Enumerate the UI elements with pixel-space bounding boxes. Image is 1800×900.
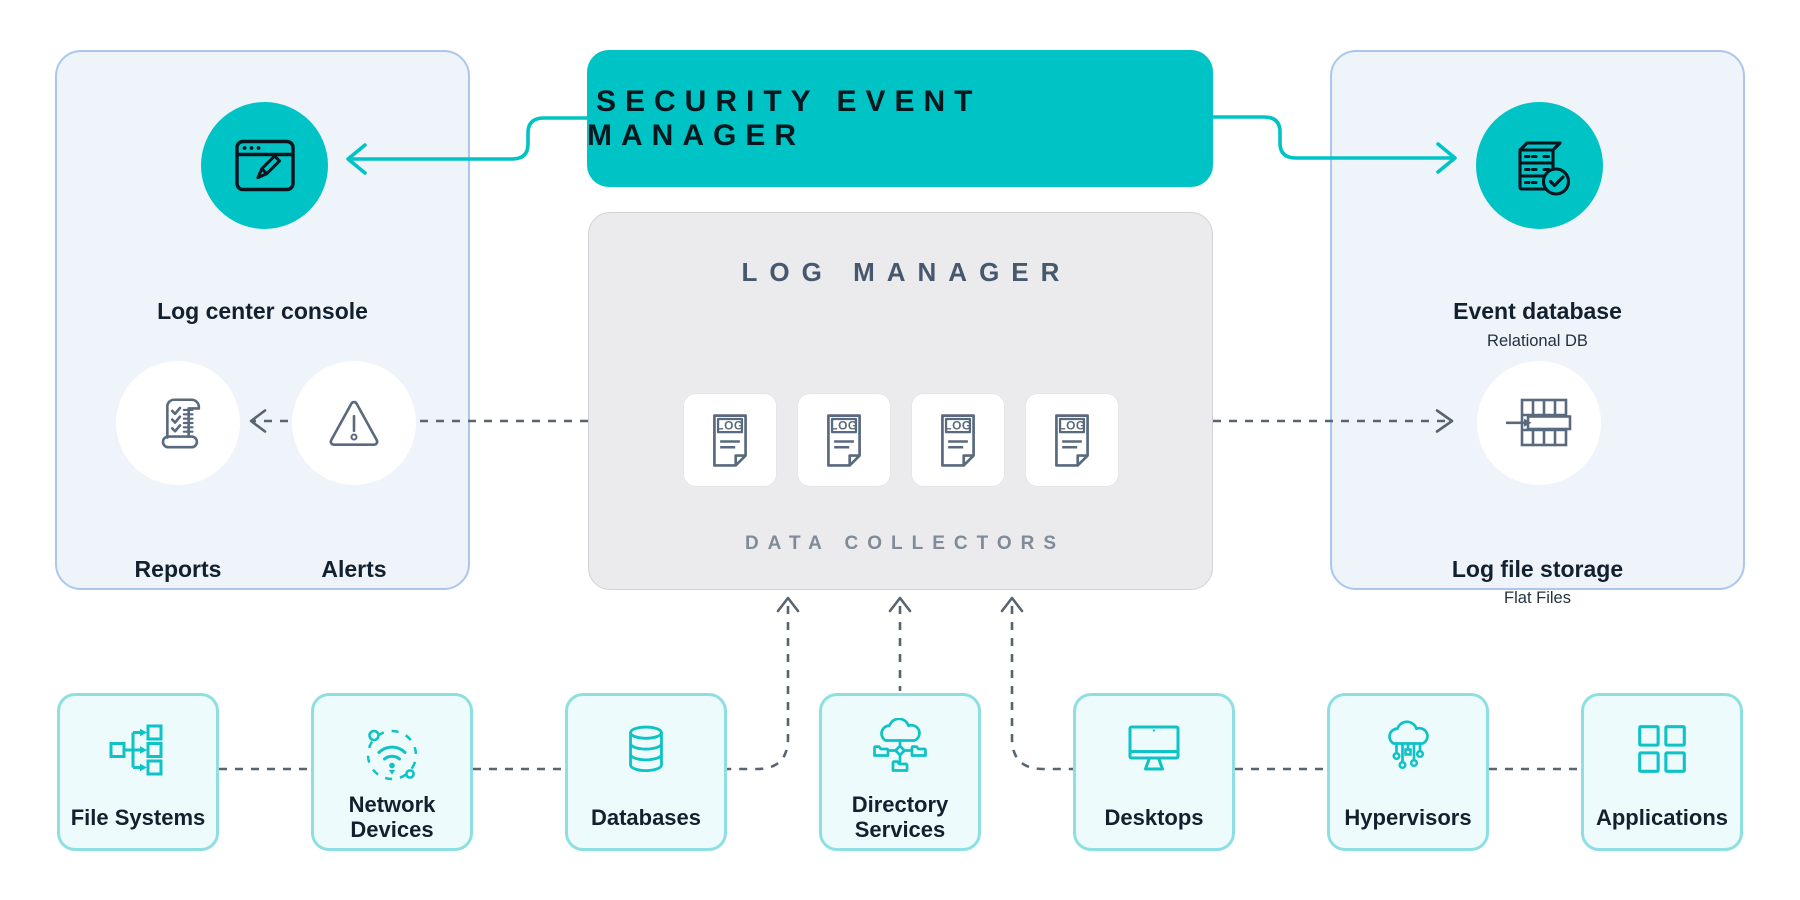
svg-text:LOG: LOG <box>716 418 743 432</box>
log-manager-box: LOG MANAGER LOG LOG <box>588 212 1213 590</box>
event-database-node <box>1476 102 1603 229</box>
reports-label: Reports <box>134 556 222 582</box>
source-label: Databases <box>590 804 702 830</box>
source-label: File Systems <box>70 804 206 830</box>
data-collectors-label: DATA COLLECTORS <box>744 533 1066 554</box>
log-file-icon: LOG <box>1055 414 1089 467</box>
app-grid-icon <box>1638 725 1686 773</box>
log-file-tile: LOG <box>798 394 890 486</box>
warning-triangle-icon <box>329 400 379 447</box>
security-event-manager-banner: SECURITY EVENT MANAGER <box>587 50 1213 187</box>
svg-text:LOG: LOG <box>1058 418 1085 432</box>
flat-file-grid-icon <box>1506 398 1572 447</box>
alerts-label: Alerts <box>321 556 387 582</box>
source-box-applications: Applications <box>1581 693 1743 851</box>
source-box-databases: Databases <box>565 693 727 851</box>
browser-edit-icon <box>234 139 295 192</box>
log-file-tile: LOG <box>684 394 776 486</box>
log-file-storage-node <box>1477 361 1601 485</box>
log-file-icon: LOG <box>941 414 975 467</box>
reports-node <box>116 361 240 485</box>
svg-text:LOG: LOG <box>830 418 857 432</box>
event-database-sublabel: Relational DB <box>1487 332 1588 350</box>
arrowhead-up-left <box>776 596 800 613</box>
database-cylinder-icon <box>629 725 663 773</box>
cloud-circuit-icon <box>1388 720 1429 770</box>
log-file-tile: LOG <box>1026 394 1118 486</box>
alerts-node <box>292 361 416 485</box>
source-label: Applications <box>1595 804 1728 830</box>
log-manager-title: LOG MANAGER <box>741 257 1072 287</box>
svg-text:LOG: LOG <box>944 418 971 432</box>
banner-title: SECURITY EVENT MANAGER <box>587 84 982 152</box>
console-label: Log center console <box>157 298 368 324</box>
collector-arrow-right-line <box>1010 606 1073 771</box>
report-scroll-icon <box>161 398 201 449</box>
source-box-directory-services: Directory Services <box>819 693 981 851</box>
log-file-icon: LOG <box>827 414 861 467</box>
console-panel: Log center console <box>55 50 470 590</box>
source-label: Directory Services <box>851 792 949 842</box>
source-label: Hypervisors <box>1344 804 1472 830</box>
log-file-storage-sublabel: Flat Files <box>1504 589 1571 607</box>
log-center-console-node <box>201 102 328 229</box>
file-tree-icon <box>109 724 163 776</box>
arrowhead-up-middle <box>888 596 912 613</box>
source-label: Desktops <box>1104 804 1204 830</box>
source-box-file-systems: File Systems <box>57 693 219 851</box>
source-box-hypervisors: Hypervisors <box>1327 693 1489 851</box>
storage-panel: Event database Relational DB Log file st… <box>1330 50 1745 607</box>
database-server-check-icon <box>1517 140 1570 196</box>
log-file-tile: LOG <box>912 394 1004 486</box>
monitor-icon <box>1128 725 1180 771</box>
collector-arrow-left-line <box>727 606 790 771</box>
source-box-desktops: Desktops <box>1073 693 1235 851</box>
log-file-icon: LOG <box>713 414 747 467</box>
log-file-storage-label: Log file storage <box>1451 556 1624 582</box>
event-database-label: Event database <box>1453 298 1622 324</box>
arrowhead-up-right <box>1000 596 1024 613</box>
source-box-network-devices: Network Devices <box>311 693 473 851</box>
wifi-network-icon <box>366 729 418 781</box>
cloud-directory-icon <box>873 718 927 772</box>
source-label: Network Devices <box>348 792 436 842</box>
